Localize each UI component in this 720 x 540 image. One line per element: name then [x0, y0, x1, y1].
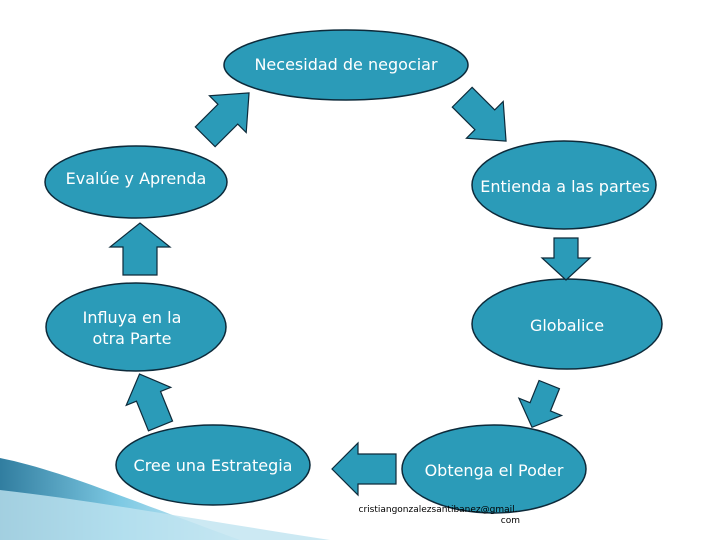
arrow-influya-to-evalue — [108, 222, 172, 276]
arrow-necesidad-to-entienda — [451, 86, 507, 142]
node-label-necesidad: Necesidad de negociar — [254, 55, 438, 74]
node-evalue — [44, 145, 228, 219]
node-label-cree: Cree una Estrategia — [133, 456, 293, 475]
node-label-obtenga: Obtenga el Poder — [424, 461, 564, 480]
author-email-line2: com — [500, 516, 520, 526]
node-label-globalice: Globalice — [529, 316, 605, 335]
arrow-globalice-to-obtenga — [517, 379, 564, 429]
decorative-swoosh-light — [0, 490, 330, 540]
node-obtenga — [401, 424, 587, 514]
arrow-obtenga-to-cree — [331, 441, 397, 497]
author-email: cristiangonzalezsantibanez@gmail. com — [352, 505, 524, 527]
author-email-line1: cristiangonzalezsantibanez@gmail. — [358, 505, 518, 515]
node-label-evalue: Evalúe y Aprenda — [65, 169, 207, 188]
node-label-influya: Influya en la otra Parte — [62, 307, 202, 349]
node-cree — [115, 424, 311, 506]
arrow-entienda-to-globalice — [540, 237, 592, 281]
node-label-influya-line2: otra Parte — [92, 329, 172, 348]
node-label-entienda: Entienda a las partes — [480, 177, 650, 196]
node-influya — [45, 282, 227, 372]
node-entienda — [471, 140, 657, 230]
node-necesidad — [223, 29, 469, 101]
arrow-cree-to-influya — [125, 373, 174, 432]
arrow-evalue-to-necesidad — [194, 92, 250, 148]
node-label-influya-line1: Influya en la — [82, 308, 182, 327]
